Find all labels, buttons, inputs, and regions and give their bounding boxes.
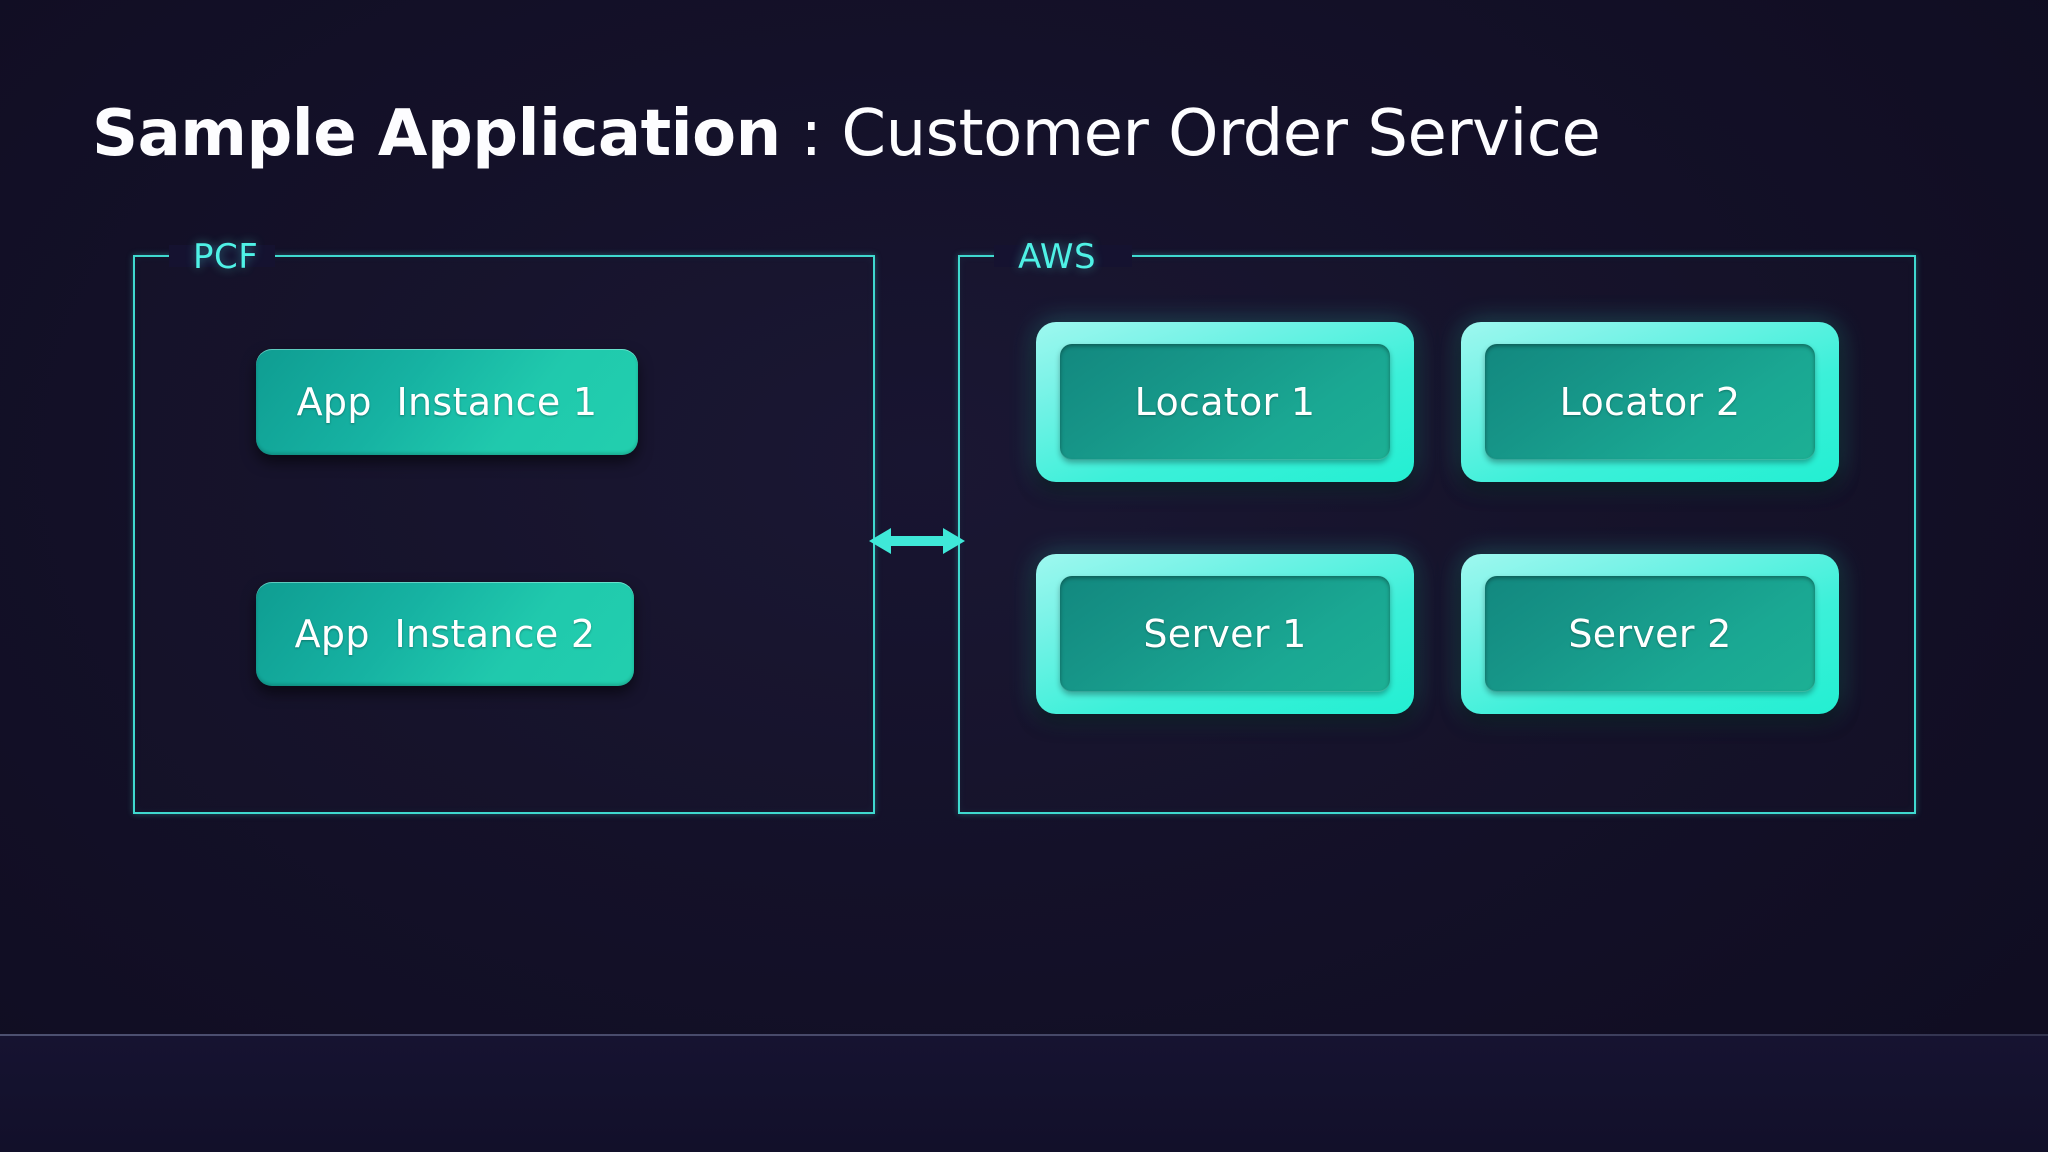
node-server-1[interactable]: Server 1 — [1036, 554, 1414, 714]
title-strong: Sample Application — [92, 96, 781, 171]
double-arrow-horizontal-icon — [869, 528, 965, 554]
zone-aws-legend-gap — [994, 245, 1132, 267]
page-title: Sample Application : Customer Order Serv… — [92, 96, 1601, 171]
zone-pcf-frame — [133, 255, 875, 814]
node-server-1-inner: Server 1 — [1060, 576, 1390, 692]
node-locator-1[interactable]: Locator 1 — [1036, 322, 1414, 482]
footer-bar: SpringOne Platform by Pivotal Unless oth… — [0, 1036, 2048, 1152]
title-light: Customer Order Service — [841, 96, 1601, 171]
node-locator-1-inner: Locator 1 — [1060, 344, 1390, 460]
node-app-instance-1-label: App Instance 1 — [296, 380, 598, 424]
node-app-instance-1[interactable]: App Instance 1 — [256, 349, 638, 455]
node-locator-2[interactable]: Locator 2 — [1461, 322, 1839, 482]
zone-pcf-legend-gap — [169, 245, 275, 267]
node-app-instance-2[interactable]: App Instance 2 — [256, 582, 634, 686]
zone-aws-frame — [958, 255, 1916, 814]
node-server-2-inner: Server 2 — [1485, 576, 1815, 692]
node-server-2[interactable]: Server 2 — [1461, 554, 1839, 714]
node-app-instance-2-label: App Instance 2 — [294, 612, 596, 656]
title-separator: : — [780, 96, 842, 171]
zone-aws-label: AWS — [1018, 237, 1097, 277]
node-locator-1-label: Locator 1 — [1134, 380, 1316, 424]
footer-divider — [0, 1034, 2048, 1036]
node-server-1-label: Server 1 — [1143, 612, 1307, 656]
zone-pcf: PCF — [133, 237, 875, 814]
node-locator-2-inner: Locator 2 — [1485, 344, 1815, 460]
zone-aws: AWS — [958, 237, 1916, 814]
node-locator-2-label: Locator 2 — [1559, 380, 1741, 424]
node-server-2-label: Server 2 — [1568, 612, 1732, 656]
zone-pcf-label: PCF — [193, 237, 259, 277]
